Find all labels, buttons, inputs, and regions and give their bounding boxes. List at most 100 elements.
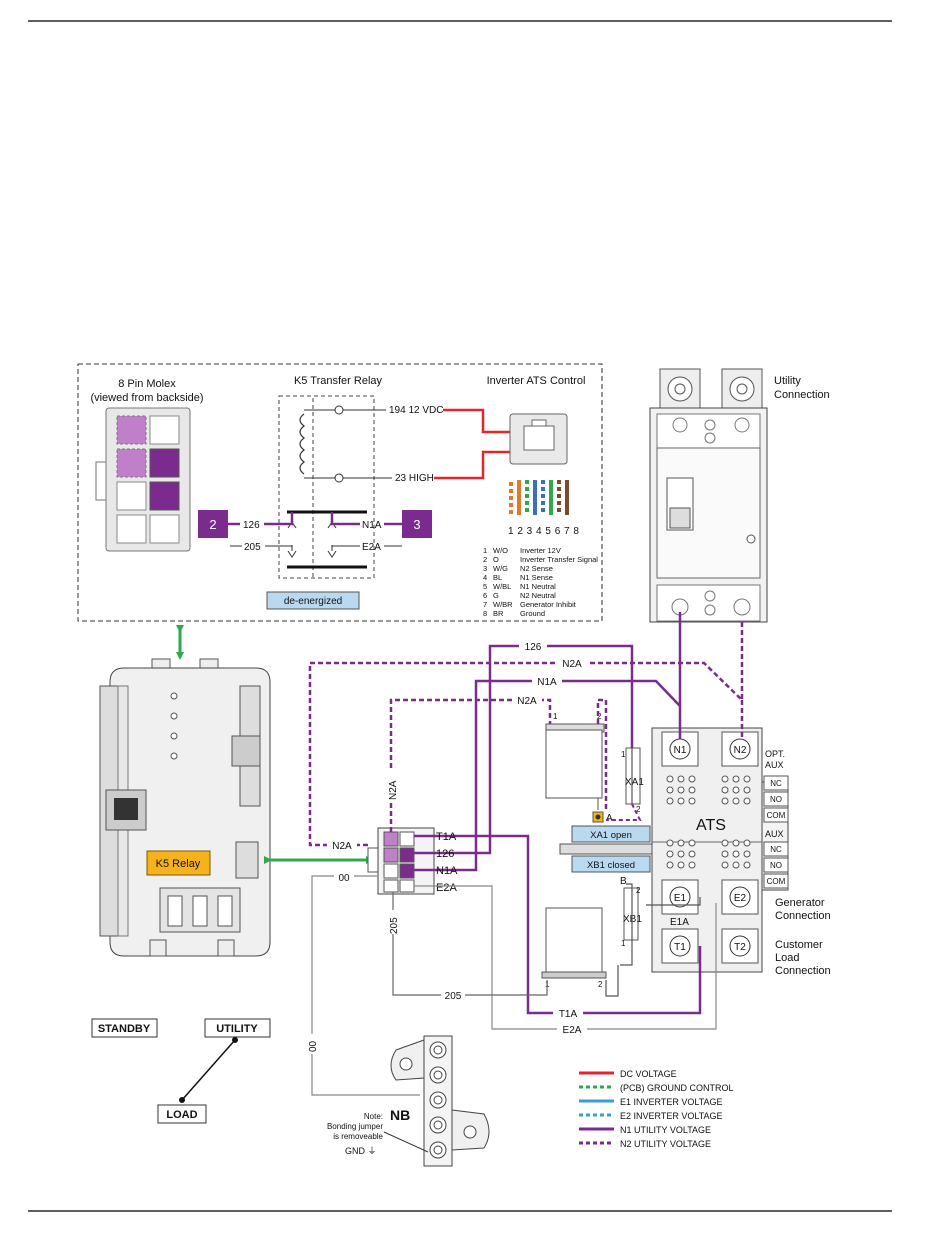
- xa1-state-label: XA1 open: [590, 830, 632, 841]
- opt-aux-line2: AUX: [765, 760, 784, 770]
- wire-n2a-top-label: N2A: [562, 659, 582, 670]
- molex-subtitle: (viewed from backside): [90, 392, 203, 404]
- rj45-code-2: O: [493, 555, 499, 564]
- wire-194-label: 194 12 VDC: [389, 405, 443, 416]
- rj45-code-1: W/O: [493, 546, 508, 555]
- wire-205-label-relay: 205: [244, 542, 261, 553]
- wire-e1a-label: E1A: [670, 917, 689, 928]
- terminal-e2: [729, 886, 751, 908]
- wire-e2a-bottom-label: E2A: [563, 1025, 582, 1036]
- xb1-pin1: 1: [621, 939, 626, 948]
- xa1-pin2: 2: [636, 805, 641, 814]
- neutral-bar: [390, 1035, 490, 1167]
- terminal-t2-label: T2: [734, 942, 746, 953]
- wire-205: [392, 892, 548, 996]
- wire-00-vertical-label: 00: [308, 1040, 319, 1052]
- rj45-desc-7: Generator Inhibit: [520, 600, 577, 609]
- rj45-code-3: W/G: [493, 564, 508, 573]
- utility-breaker: [649, 368, 768, 623]
- wire-00-label: 00: [338, 873, 350, 884]
- wire-t1a: [414, 834, 702, 1015]
- rj45-num-2: 2: [483, 555, 487, 564]
- wire-n1a: [414, 679, 682, 872]
- customer-load-line2: Load: [775, 952, 799, 964]
- rj45-num-8: 8: [483, 609, 487, 618]
- k5-relay-badge-label: K5 Relay: [156, 858, 201, 870]
- nb-note-line3: is removeable: [333, 1132, 383, 1141]
- controller-board: [99, 658, 271, 957]
- rj45-desc-2: Inverter Transfer Signal: [520, 555, 598, 564]
- rj45-code-7: W/BR: [493, 600, 513, 609]
- wire-t1a-bottom-label: T1A: [559, 1009, 578, 1020]
- rj45-code-4: BL: [493, 573, 502, 582]
- terminal-t2: [729, 935, 751, 957]
- legend-label-e1: E1 INVERTER VOLTAGE: [620, 1097, 723, 1107]
- rj45-table: 1 W/O Inverter 12V 2 O Inverter Transfer…: [483, 546, 598, 618]
- rj45-jack: [509, 413, 568, 465]
- rj45-num-1: 1: [483, 546, 487, 555]
- xa1-state-badge: [571, 825, 651, 843]
- legend-label-ground: (PCB) GROUND CONTROL: [620, 1083, 734, 1093]
- nb-note-line2: Bonding jumper: [327, 1122, 383, 1131]
- nb-note-line1: Note:: [364, 1112, 383, 1121]
- rj45-pin-numbers: 1 2 3 4 5 6 7 8: [508, 526, 579, 537]
- wire-n2a-inner-label: N2A: [517, 696, 537, 707]
- nb-label: NB: [390, 1107, 410, 1123]
- contact-bottom-no: NO: [770, 861, 782, 870]
- connector-126-label: 126: [436, 848, 454, 860]
- rj45-desc-8: Ground: [520, 609, 545, 618]
- xb1-state-label: XB1 closed: [587, 860, 635, 871]
- rj45-desc-6: N2 Neutral: [520, 591, 556, 600]
- contact-bottom-com: COM: [767, 877, 786, 886]
- contact-top-com: COM: [767, 811, 786, 820]
- k5-relay-header: K5 Transfer Relay: [294, 375, 383, 387]
- customer-load-line3: Connection: [775, 965, 831, 977]
- pin-2-label: 2: [209, 517, 216, 532]
- wire-205-bottom-label: 205: [445, 991, 462, 1002]
- wire-205-vertical-label: 205: [389, 917, 400, 934]
- legend-label-e2: E2 INVERTER VOLTAGE: [620, 1111, 723, 1121]
- molex-connector: 8 Pin Molex (viewed from backside): [90, 378, 204, 552]
- rj45-cable-strands: [509, 480, 569, 515]
- contact-top-nc: NC: [770, 779, 782, 788]
- switch-lever: [181, 1039, 236, 1101]
- rj45-desc-3: N2 Sense: [520, 564, 553, 573]
- molex-title: 8 Pin Molex: [118, 378, 176, 390]
- ats-label: ATS: [696, 817, 726, 834]
- relay-state-label: de-energized: [284, 596, 342, 607]
- connector-e2a-label: E2A: [436, 882, 457, 894]
- wire-n2a-vertical-label: N2A: [388, 780, 399, 800]
- xb1-state-badge: [571, 855, 651, 873]
- rj45-desc-1: Inverter 12V: [520, 546, 561, 555]
- connector-n1a-label: N1A: [436, 865, 458, 877]
- relay-state-badge: [266, 591, 360, 610]
- rj45-num-5: 5: [483, 582, 487, 591]
- utility-connection-line1: Utility: [774, 375, 801, 387]
- rj45-num-7: 7: [483, 600, 487, 609]
- wire-e2a: [414, 885, 717, 1030]
- terminal-n1-label: N1: [674, 745, 687, 756]
- inverter-header: Inverter ATS Control: [487, 375, 586, 387]
- wire-n2a-outer: [308, 620, 744, 847]
- rj45-desc-5: N1 Neutral: [520, 582, 556, 591]
- utility-box: [204, 1018, 271, 1038]
- legend: DC VOLTAGE (PCB) GROUND CONTROL E1 INVER…: [579, 1069, 734, 1149]
- wire-n2a-inner: [389, 698, 552, 832]
- connector-t1a-label: T1A: [436, 831, 457, 843]
- rj45-code-5: W/BL: [493, 582, 511, 591]
- rj45-code-6: G: [493, 591, 499, 600]
- legend-label-dc: DC VOLTAGE: [620, 1069, 677, 1079]
- rj45-code-8: BR: [493, 609, 504, 618]
- generator-connection-line2: Connection: [775, 910, 831, 922]
- wire-n1a-label-relay: N1A: [362, 520, 382, 531]
- gnd-label: GND ⏚: [345, 1146, 377, 1156]
- k5-relay-badge: [146, 850, 211, 876]
- k5-detail-box: [77, 363, 603, 622]
- aux-contacts-bottom: NC NO COM: [763, 841, 789, 889]
- rj45-num-6: 6: [483, 591, 487, 600]
- rj45-num-4: 4: [483, 573, 487, 582]
- legend-label-n1: N1 UTILITY VOLTAGE: [620, 1125, 711, 1135]
- wire-126-top-label: 126: [525, 642, 542, 653]
- xb1-label: XB1: [623, 914, 642, 925]
- terminal-n2-label: N2: [734, 745, 747, 756]
